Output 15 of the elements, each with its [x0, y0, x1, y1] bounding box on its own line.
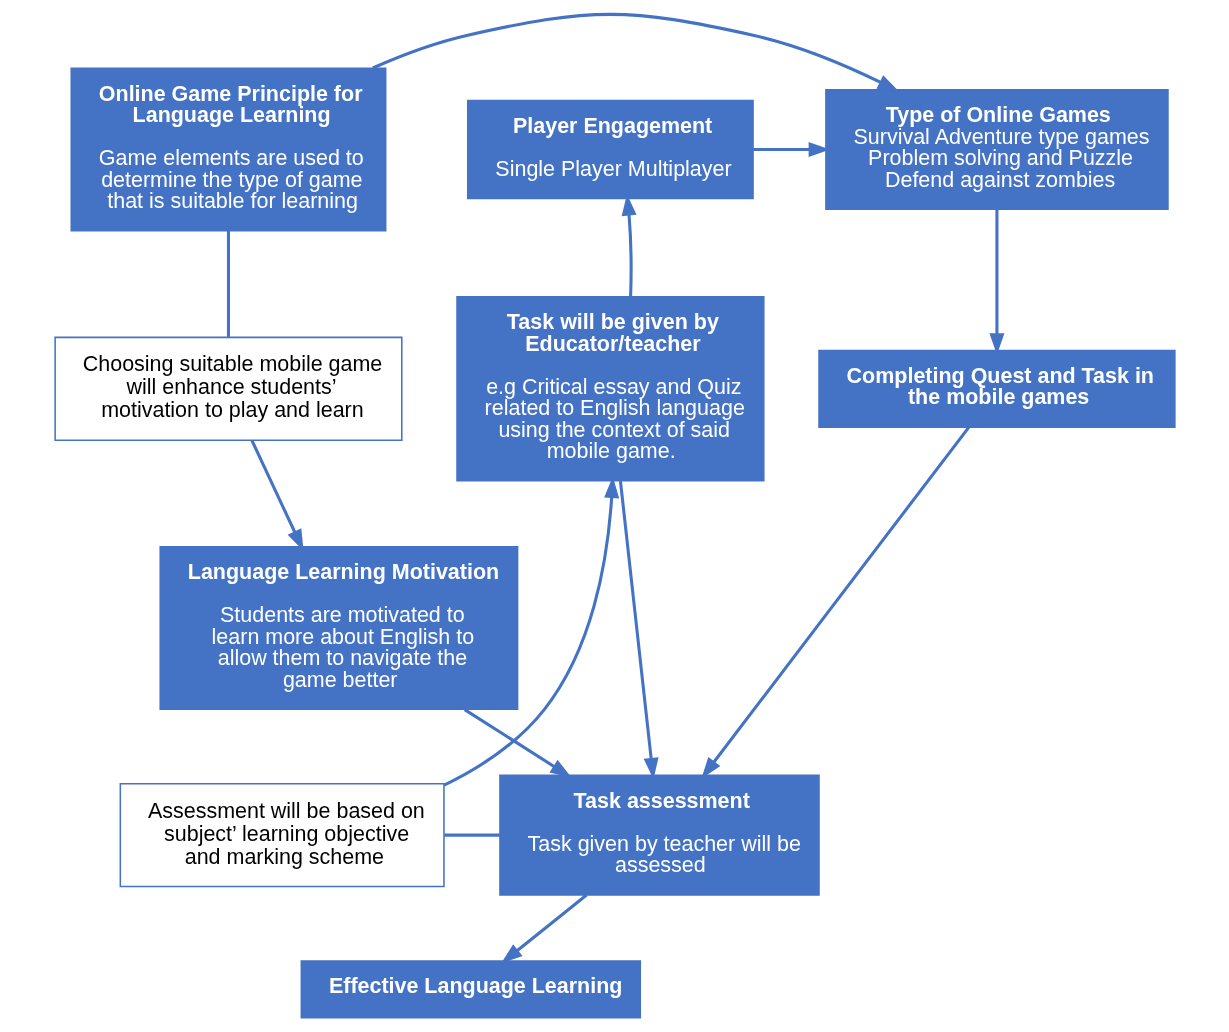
arrow: [463, 708, 572, 778]
node-box: Effective Language Learning: [300, 960, 641, 1019]
node-box: Player Engagement Single Player Multiplayer: [466, 99, 754, 200]
arrow: [500, 893, 587, 964]
connector: [226, 231, 230, 337]
node-box: Type of Online Games Survival Adventure type games Problem solving and Puzzle Defend against zombies: [824, 88, 1169, 211]
arrow: [371, 12, 899, 92]
connector: [443, 833, 500, 837]
node-box: Language Learning Motivation Students are motivated to learn more about English to allow them to navigate the game better: [158, 546, 518, 711]
node-box: Task will be given by Educator/teacher e.g Critical essay and Quiz related to English language using the context of said mobile game.: [455, 295, 765, 482]
node-box: Assessment will be based on subject’ learning objective and marking scheme: [119, 782, 445, 888]
node-box: Online Game Principle for Language Learning Game elements are used to determine the type of game that is suitable for learning: [69, 67, 386, 232]
node-box: Choosing suitable mobile game will enhance students’ motivation to play and learn: [53, 336, 403, 441]
node-box: Task assessment Task given by teacher will be assessed: [498, 774, 820, 896]
node-box: Completing Quest and Task in the mobile games: [817, 349, 1176, 428]
